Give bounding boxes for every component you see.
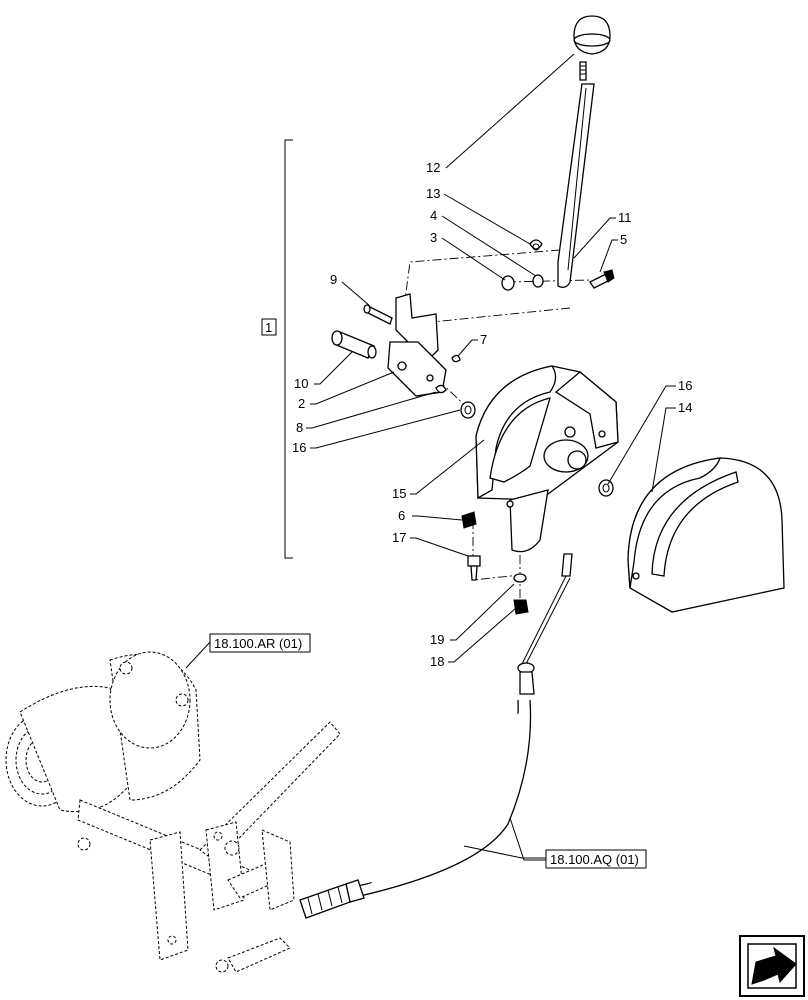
callout-16-right: 16 [678, 378, 692, 393]
group-label: 1 [265, 320, 272, 335]
reference-aq[interactable]: 18.100.AQ (01) [545, 849, 647, 869]
reference-aq-label: 18.100.AQ (01) [550, 852, 639, 867]
leader-lines [185, 53, 676, 861]
reference-ar-label: 18.100.AR (01) [214, 636, 302, 651]
gate-housing [475, 365, 619, 553]
bushings [460, 401, 614, 497]
shift-cable [215, 553, 573, 973]
callout-4: 4 [430, 208, 437, 223]
callout-10: 10 [294, 376, 308, 391]
transmission-assembly [5, 651, 341, 961]
callout-12: 12 [426, 160, 440, 175]
callout-17: 17 [392, 530, 406, 545]
callout-3: 3 [430, 230, 437, 245]
callout-15: 15 [392, 486, 406, 501]
reference-ar[interactable]: 18.100.AR (01) [209, 633, 311, 653]
callout-11: 11 [618, 210, 632, 225]
callout-5: 5 [620, 232, 627, 247]
callout-14: 14 [678, 400, 692, 415]
callouts: 12 13 4 3 11 5 9 7 10 2 8 16 16 14 15 6 … [292, 160, 692, 669]
callout-18: 18 [430, 654, 444, 669]
next-page-arrow-icon[interactable] [739, 935, 805, 997]
callout-8: 8 [296, 420, 303, 435]
callout-16-left: 16 [292, 440, 306, 455]
callout-19: 19 [430, 632, 444, 647]
callout-13: 13 [426, 186, 440, 201]
callout-2: 2 [298, 396, 305, 411]
callout-9: 9 [330, 272, 337, 287]
callout-7: 7 [480, 332, 487, 347]
callout-6: 6 [398, 508, 405, 523]
fasteners [461, 511, 529, 615]
gear-lever [557, 15, 611, 288]
group-bracket: 1 [261, 139, 293, 559]
gate-cover [627, 457, 785, 613]
pivot-bracket [331, 293, 461, 397]
